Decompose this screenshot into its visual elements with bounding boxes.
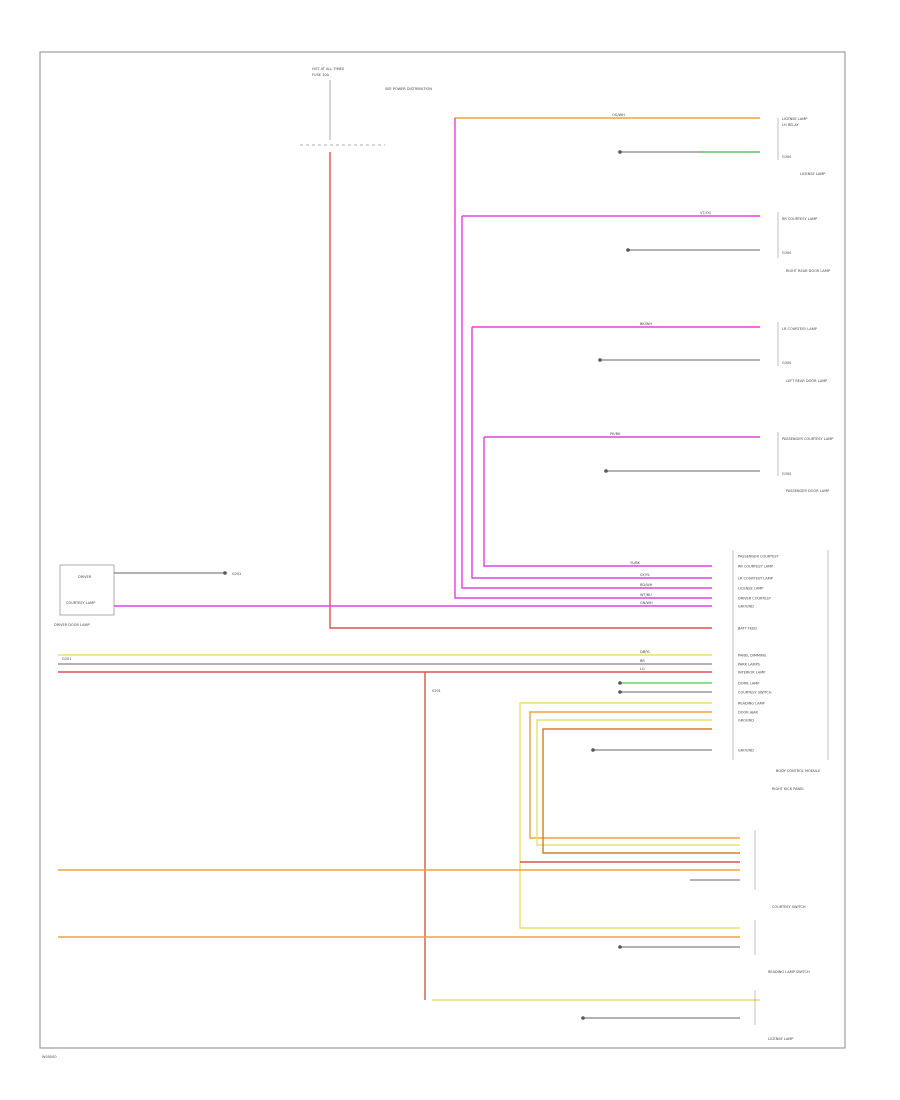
driver-lamp-sub: COURTESY LAMP: [66, 601, 95, 605]
top-fuse-sub-label: FUSE 10A: [312, 73, 330, 77]
loop-orange-wire: [529, 711, 740, 839]
license-lamp-bottom-label: LICENSE LAMP: [768, 1037, 793, 1041]
license-caption: LICENSE LAMP: [800, 172, 825, 176]
lr-caption: LEFT REAR DOOR LAMP: [786, 379, 827, 383]
pass-lamp-label: PASSENGER COURTESY LAMP: [782, 437, 833, 441]
reading-switch-label: READING LAMP SWITCH: [768, 970, 810, 974]
splice-label: S201: [432, 689, 441, 693]
top-fuse-group: HOT AT ALL TIMES FUSE 10A SEE POWER DIST…: [300, 67, 432, 146]
rr-ground-label: G300: [782, 251, 791, 255]
left-ground-label: G201: [62, 657, 71, 661]
loop-yellow2-wire: [536, 719, 740, 846]
bcm-pin-label: DOOR AJAR: [738, 711, 759, 715]
reading-switch-group: READING LAMP SWITCH: [58, 920, 810, 974]
wire-code-label: DB/YL: [640, 650, 650, 654]
bcm-pin-label: PARK LAMPS: [738, 663, 761, 667]
wire-code-label: PK/BK: [610, 432, 621, 436]
rr-lamp-magenta-wire: [461, 216, 712, 589]
license-lamp-group: LICENSE LAMP: [581, 990, 793, 1041]
bcm-sub-caption: RIGHT KICK PANEL: [772, 787, 804, 791]
wire-code-label: GN/WH: [640, 601, 653, 605]
wire-code-label: RD/WH: [640, 583, 653, 587]
bcm-pin-label: DRIVER COURTESY: [738, 597, 772, 601]
bcm-pin-label: INTERIOR LAMP: [738, 671, 765, 675]
bcm-caption: BODY CONTROL MODULE: [776, 769, 820, 773]
pass-ground-dot: [604, 469, 608, 473]
top-fuse-label: HOT AT ALL TIMES: [312, 67, 345, 71]
bcm-pin-label: READING LAMP: [738, 702, 765, 706]
courtesy-dot-1: [618, 681, 622, 685]
pass-lamp-magenta-wire: [483, 437, 712, 567]
bcm-pin-label: LR COURTESY LAMP: [738, 577, 773, 581]
wire-code-label: LG: [640, 667, 645, 671]
license-bottom-ground-dot: [581, 1016, 585, 1020]
bcm-pin-label: RR COURTESY LAMP: [738, 565, 773, 569]
wire-code-label: YL/BK: [630, 561, 641, 565]
loop-darkorange-wire: [542, 728, 740, 854]
lr-lamp-label: LR COURTESY LAMP: [782, 327, 817, 331]
courtesy-switch-group: COURTESY SWITCH: [58, 830, 806, 909]
bcm-ground-dot: [591, 748, 595, 752]
bcm-pin-label: GROUND: [738, 719, 754, 723]
driver-lamp-box: [59, 564, 115, 616]
license-ground-dot: [618, 150, 622, 154]
courtesy-dot-2: [618, 690, 622, 694]
lr-lamp-magenta-wire: [471, 327, 712, 579]
lr-ground-dot: [598, 358, 602, 362]
batt-feed-wire: [329, 152, 712, 629]
reading-ground-dot: [618, 945, 622, 949]
rr-lamp-label: RR COURTESY LAMP: [782, 217, 817, 221]
center-note: SEE POWER DISTRIBUTION: [385, 87, 432, 91]
license-lamp-sub: LH RELAY: [782, 123, 799, 127]
bcm-pin-label: BATT FEED: [738, 627, 757, 631]
pass-ground-label: G300: [782, 472, 791, 476]
bcm-pin-label: COURTESY SWITCH: [738, 691, 772, 695]
wire-code-label: BK/WH: [640, 322, 652, 326]
driver-lamp-group: DRIVER COURTESY LAMP DRIVER DOOR LAMP G2…: [54, 564, 712, 627]
license-lamp-label: LICENSE LAMP: [782, 117, 807, 121]
license-ground-label: G300: [782, 155, 791, 159]
driver-ground-dot: [223, 571, 227, 575]
bcm-pin-label: GROUND: [738, 749, 754, 753]
diagram-frame: [39, 51, 846, 1049]
bcm-pin-label: DOME LAMP: [738, 682, 759, 686]
lamp-grounds: [598, 150, 760, 473]
wire-code-label: VT/OG: [700, 211, 711, 215]
bcm-pin-label: GROUND: [738, 605, 754, 609]
bcm-group: PASSENGER COURTESY RR COURTESY LAMP LR COU…: [732, 550, 829, 791]
rr-caption: RIGHT REAR DOOR LAMP: [786, 269, 830, 273]
driver-lamp-label: DRIVER: [78, 575, 92, 579]
courtesy-switch-label: COURTESY SWITCH: [772, 905, 806, 909]
lamp-labels: LICENSE LAMP LH RELAY G300 LICENSE LAMP …: [777, 117, 833, 493]
bcm-pin-label: LICENSE LAMP: [738, 587, 763, 591]
license-lamp-magenta-wire: [454, 118, 712, 599]
loop-yellow-wire: [519, 702, 740, 929]
footer-code: W00000: [42, 1055, 57, 1059]
wire-code-label: GY/YL: [640, 573, 650, 577]
bcm-pin-label: PASSENGER COURTESY: [738, 555, 780, 559]
driver-caption: DRIVER DOOR LAMP: [54, 623, 90, 627]
driver-ground-label: G201: [232, 572, 241, 576]
bcm-pin-labels: PASSENGER COURTESY RR COURTESY LAMP LR COU…: [738, 555, 780, 753]
lr-ground-label: G300: [782, 361, 791, 365]
wire-code-label: WT/BU: [640, 593, 652, 597]
wire-code-label: OG/WH: [612, 113, 625, 117]
wire-code-label: BR: [640, 659, 645, 663]
bcm-pin-label: PANEL DIMMING: [738, 654, 767, 658]
rr-ground-dot: [626, 248, 630, 252]
pass-caption: PASSENGER DOOR LAMP: [786, 489, 829, 493]
